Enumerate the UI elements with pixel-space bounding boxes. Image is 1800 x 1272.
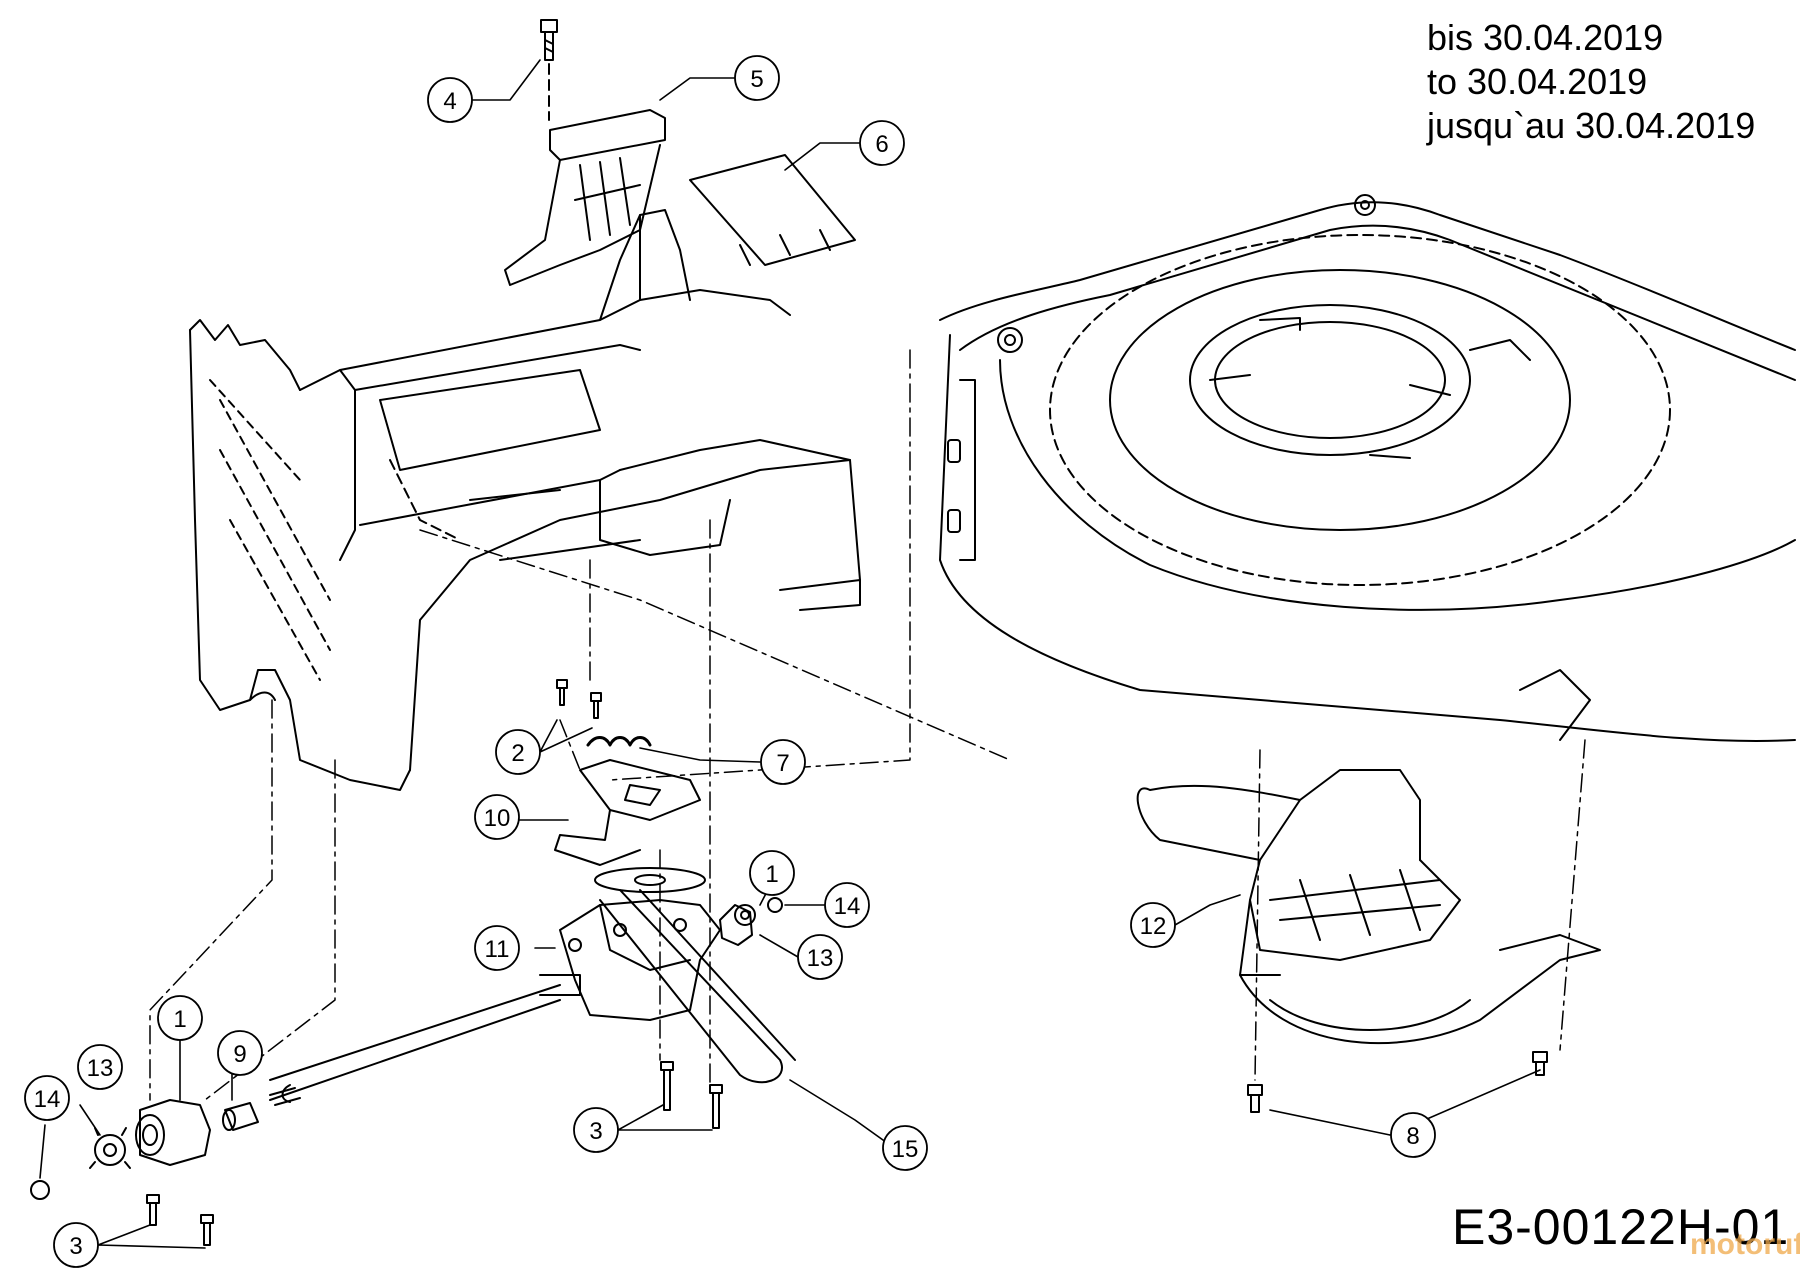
callout-label: 15 <box>892 1136 919 1163</box>
callout-label: 8 <box>1406 1123 1419 1150</box>
callout-circle-3b <box>573 1107 619 1153</box>
part-13-pinion-left <box>89 1127 131 1169</box>
callout-label: 1 <box>765 861 778 888</box>
part-10-bracket <box>554 759 701 866</box>
callout-label: 14 <box>834 893 861 920</box>
part-6-plate <box>689 154 856 266</box>
axle-shaft <box>269 984 561 1106</box>
watermark: motoruf <box>1690 1228 1800 1261</box>
callout-circle-7 <box>760 739 806 785</box>
part-14-cap-right <box>767 897 783 913</box>
part-9-sleeve <box>222 1102 259 1131</box>
mower-deck <box>939 194 1796 742</box>
callout-circle-14a <box>824 882 870 928</box>
part-8-screws <box>1247 1051 1548 1113</box>
callout-label: 13 <box>87 1055 114 1082</box>
callout-label: 3 <box>69 1233 82 1260</box>
callout-label: 11 <box>485 936 510 963</box>
chassis-frame <box>189 209 861 791</box>
callout-circle-13b <box>77 1044 123 1090</box>
callout-label: 4 <box>443 88 456 115</box>
part-1-bearing-left <box>135 1099 211 1166</box>
part-5-cover <box>504 109 666 286</box>
part-1-bearing-right <box>719 904 753 946</box>
callout-circle-8 <box>1390 1112 1436 1158</box>
callout-label: 13 <box>807 945 834 972</box>
part-13-pinion-right <box>734 904 756 926</box>
callout-circle-10 <box>474 794 520 840</box>
callout-label: 12 <box>1140 913 1167 940</box>
leader-lines <box>39 59 1541 1249</box>
part-11-gearbox <box>539 899 721 1021</box>
callout-label: 5 <box>750 66 763 93</box>
callout-label: 10 <box>484 805 511 832</box>
callout-circle-1b <box>157 995 203 1041</box>
callout-circle-15 <box>882 1125 928 1171</box>
callout-label: 1 <box>173 1006 186 1033</box>
callout-circle-14b <box>24 1075 70 1121</box>
callout-label: 2 <box>511 740 524 767</box>
callout-label: 3 <box>589 1118 602 1145</box>
part-12-chute <box>1136 769 1601 1045</box>
callout-label: 9 <box>233 1041 246 1068</box>
assembly-guide-lines <box>149 349 1586 1101</box>
validity-line-en: to 30.04.2019 <box>1427 61 1648 102</box>
callout-circle-2 <box>495 729 541 775</box>
callout-label: 6 <box>875 131 888 158</box>
drawing-code: E3-00122H-01 <box>1452 1199 1790 1255</box>
part-2-screws <box>556 679 602 719</box>
validity-note: bis 30.04.2019 to 30.04.2019 jusqu`au 30… <box>1427 16 1755 148</box>
callout-circles <box>24 55 1436 1268</box>
callout-circle-13a <box>797 934 843 980</box>
part-15-belt <box>594 867 796 1084</box>
validity-line-fr: jusqu`au 30.04.2019 <box>1427 105 1756 146</box>
callout-circle-1a <box>749 850 795 896</box>
callout-circle-9 <box>217 1030 263 1076</box>
part-3-bolts <box>146 1061 723 1246</box>
callout-circle-12 <box>1130 902 1176 948</box>
part-14-cap-left <box>30 1180 50 1200</box>
callout-circle-6 <box>859 120 905 166</box>
callout-circle-3a <box>53 1222 99 1268</box>
callout-circle-4 <box>427 77 473 123</box>
part-7-spring <box>586 736 652 747</box>
part-4-bolt <box>540 19 558 121</box>
validity-line-de: bis 30.04.2019 <box>1427 17 1664 58</box>
callout-circle-5 <box>734 55 780 101</box>
callout-labels: 4 5 6 2 7 10 1 14 11 13 12 1 9 13 14 3 3… <box>34 66 1420 1260</box>
callout-circle-11 <box>474 925 520 971</box>
callout-label: 14 <box>34 1086 61 1113</box>
callout-label: 7 <box>776 750 789 777</box>
